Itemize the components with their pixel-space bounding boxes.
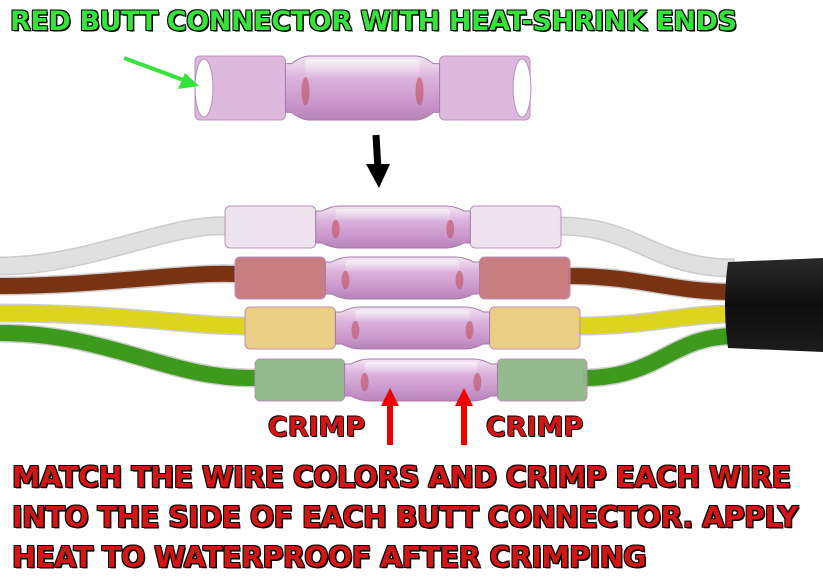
connector-yellow-end-left	[244, 306, 336, 350]
wire-bundle	[0, 216, 736, 388]
connector-brown-shine	[345, 260, 460, 273]
crimp-arrow-left-icon	[381, 388, 399, 445]
connector-green-end-left	[254, 358, 346, 402]
instructions-line-1: MATCH THE WIRE COLORS AND CRIMP EACH WIR…	[11, 460, 791, 494]
crimp-arrow-right-icon	[455, 388, 473, 445]
connector-yellow-crimp-mark-left	[351, 320, 360, 340]
instructions-line-2: INTO THE SIDE OF EACH BUTT CONNECTOR. AP…	[11, 500, 799, 534]
connector-yellow-crimp-mark-right	[465, 320, 474, 340]
connector-brown-crimp-mark-left	[341, 270, 350, 290]
connector-brown-crimp-mark-right	[455, 270, 464, 290]
connector-green-crimp-mark-left	[360, 372, 369, 392]
instructions-text: MATCH THE WIRE COLORS AND CRIMP EACH WIR…	[11, 458, 817, 578]
spliced-connectors	[224, 205, 588, 402]
connector-yellow-end-right	[489, 306, 581, 350]
connector-white-end-right	[469, 205, 562, 249]
floating-connector-opening-left	[194, 58, 214, 118]
connector-green-crimp-mark-right	[473, 372, 482, 392]
floating-connector-crimp-mark-left	[301, 77, 310, 106]
wire-green-left	[0, 325, 256, 387]
connector-white-crimp-mark-right	[446, 219, 455, 239]
floating-connector	[194, 55, 531, 121]
pointer-arrow-icon	[123, 56, 199, 89]
wire-brown-right	[567, 268, 736, 300]
floating-butt-connector	[194, 55, 532, 121]
cable-jacket	[725, 258, 823, 352]
down-arrow-icon	[366, 134, 390, 188]
connector-green-shine	[364, 362, 478, 375]
crimp-label-right: CRIMP	[485, 412, 584, 444]
wire-brown-left	[0, 265, 236, 294]
floating-connector-crimp-mark-right	[415, 77, 424, 106]
connector-green	[254, 358, 588, 402]
floating-connector-opening-right	[512, 58, 532, 118]
connector-green-end-right	[496, 358, 588, 402]
connector-white-shine	[335, 209, 451, 222]
connector-yellow	[244, 306, 581, 350]
connector-brown-end-right	[479, 256, 571, 300]
diagram-title: RED BUTT CONNECTOR WITH HEAT-SHRINK ENDS	[9, 5, 737, 37]
wire-green-right	[582, 328, 736, 386]
wire-yellow-left	[0, 305, 246, 334]
connector-white	[224, 205, 562, 249]
connector-white-end-left	[224, 205, 317, 249]
floating-connector-shine	[305, 59, 420, 79]
wire-yellow-right	[577, 306, 736, 334]
connector-yellow-shine	[355, 310, 470, 323]
connector-brown	[234, 256, 571, 300]
wire-white-left	[0, 217, 231, 274]
connector-white-crimp-mark-left	[331, 219, 340, 239]
wire-white-right	[557, 218, 736, 276]
connector-brown-end-left	[234, 256, 326, 300]
crimp-label-left: CRIMP	[267, 412, 366, 444]
instructions-line-3: HEAT TO WATERPROOF AFTER CRIMPING	[11, 540, 647, 574]
